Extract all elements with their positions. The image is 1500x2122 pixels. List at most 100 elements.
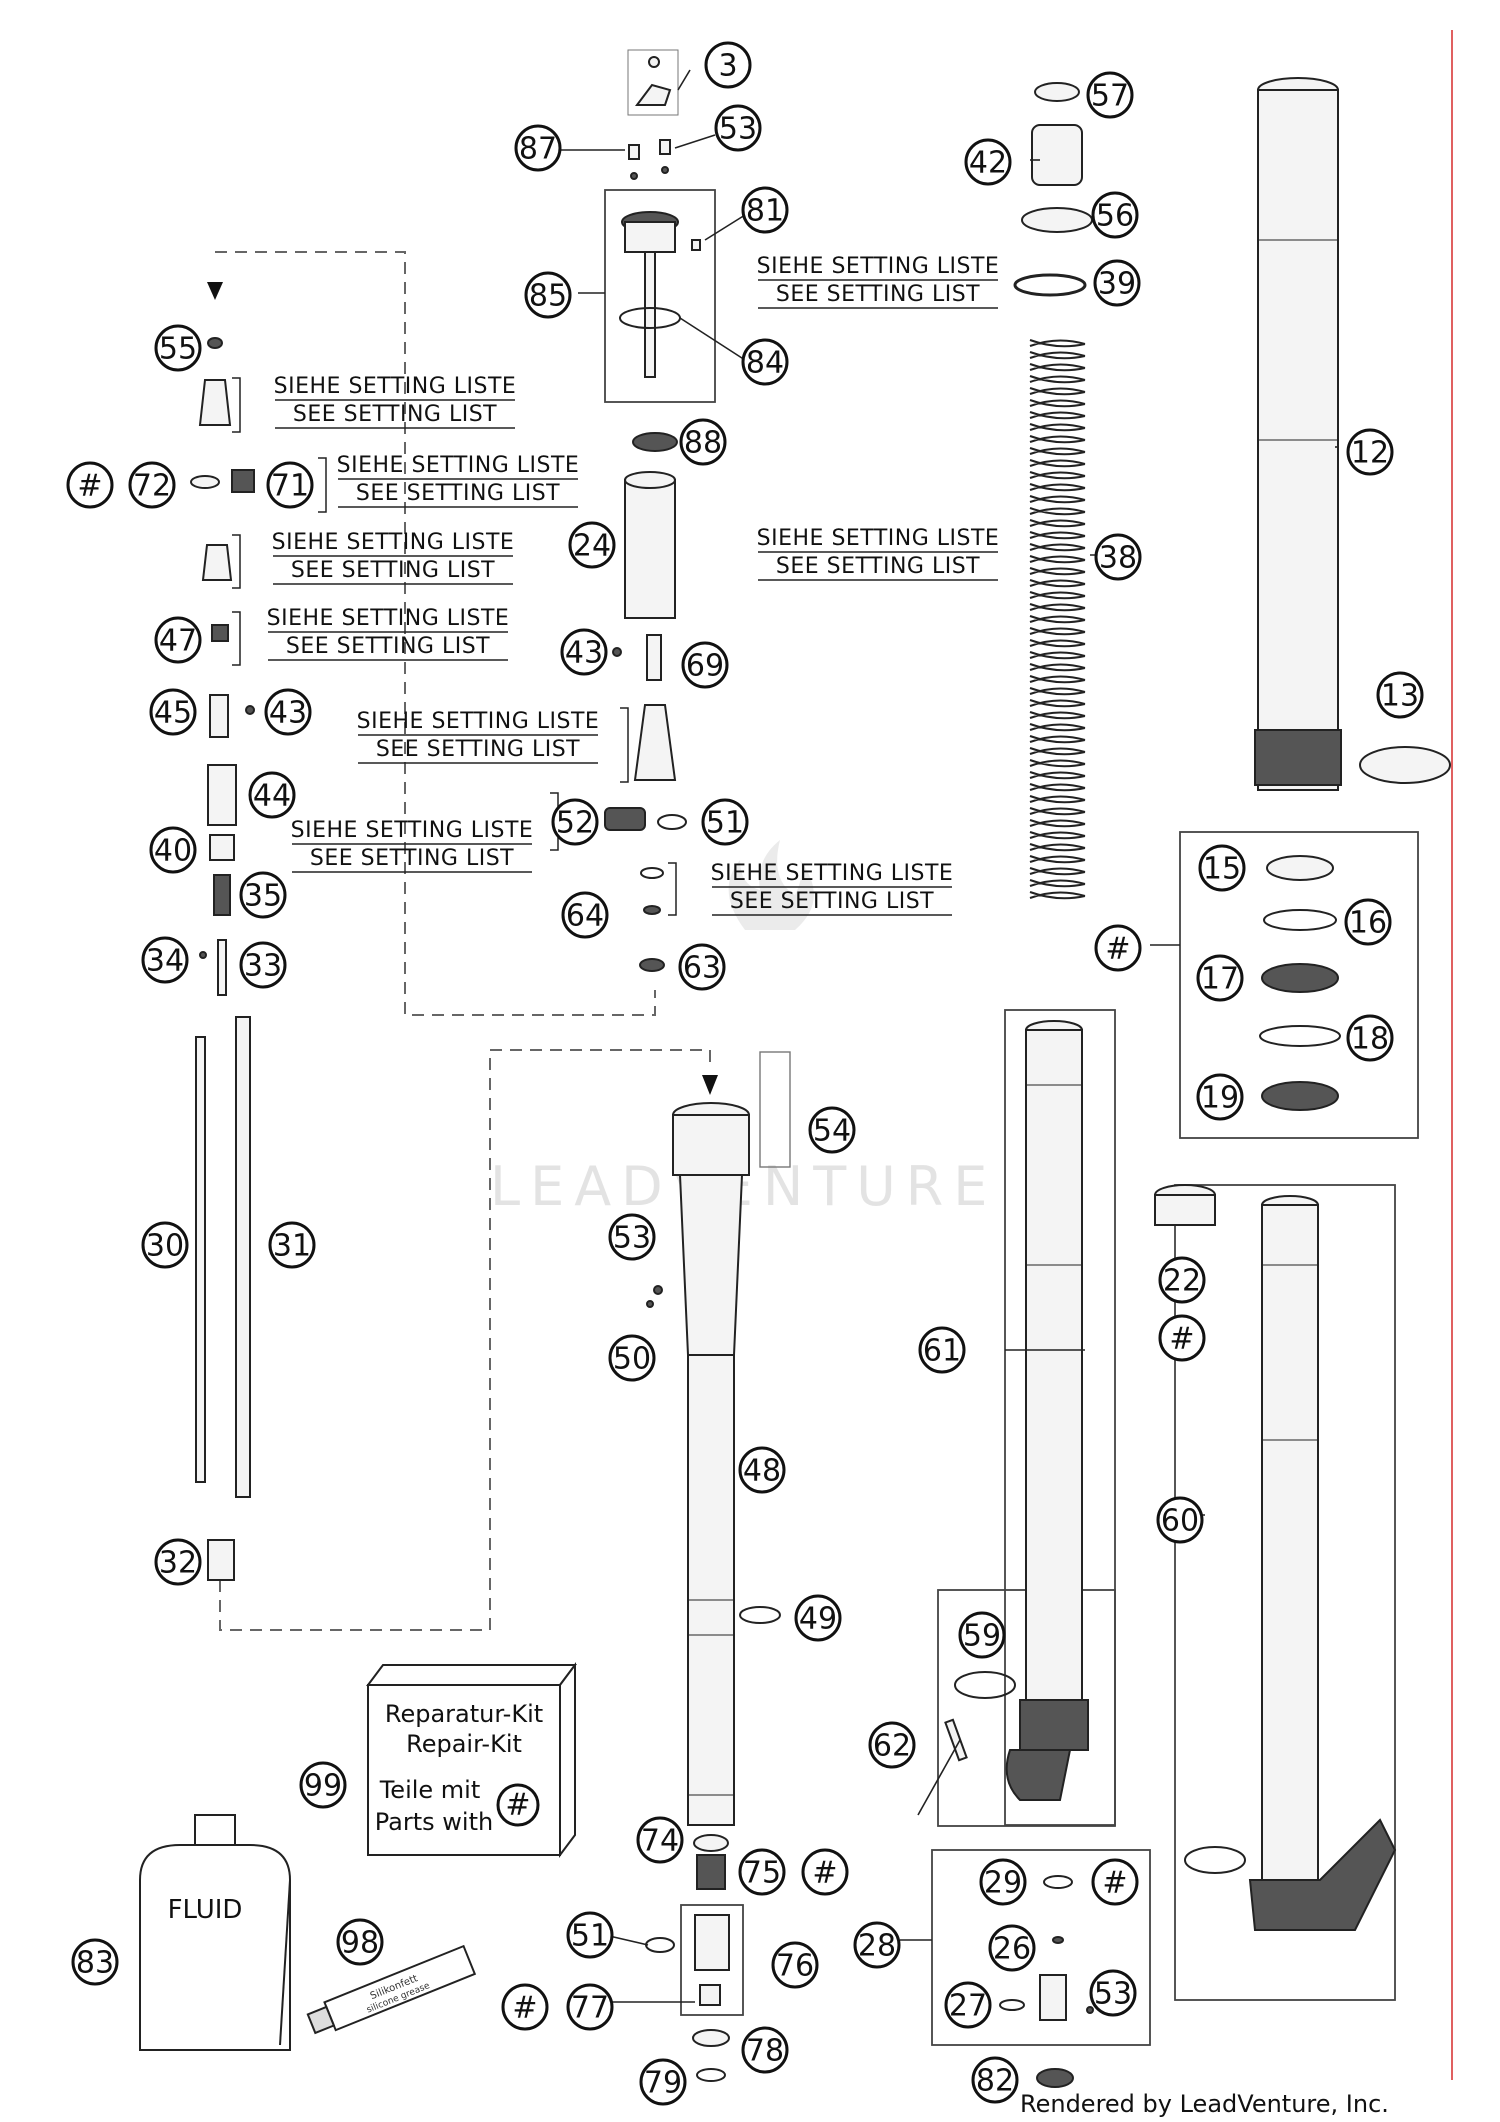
callout-72: 72 — [128, 461, 176, 509]
part-24-top — [624, 471, 676, 489]
svg-text:57: 57 — [1091, 79, 1129, 114]
part-57 — [1034, 82, 1080, 102]
svg-text:SEE SETTING LIST: SEE SETTING LIST — [310, 846, 514, 871]
callout-98: 98 — [336, 1918, 384, 1966]
callout-61: 61 — [918, 1326, 966, 1374]
svg-text:12: 12 — [1351, 436, 1389, 471]
callout-hash2: # — [1094, 924, 1142, 972]
footer-credit: Rendered by LeadVenture, Inc. — [1020, 2090, 1389, 2118]
callout-33: 33 — [239, 941, 287, 989]
callout-39: 39 — [1093, 259, 1141, 307]
svg-text:SEE SETTING LIST: SEE SETTING LIST — [730, 889, 934, 914]
part-50 — [646, 1300, 654, 1308]
svg-text:#: # — [812, 1856, 837, 1891]
callout-30: 30 — [141, 1221, 189, 1269]
svg-text:27: 27 — [949, 1989, 987, 2024]
svg-text:SEE SETTING LIST: SEE SETTING LIST — [376, 737, 580, 762]
callout-hash5: # — [1091, 1858, 1139, 1906]
svg-text:26: 26 — [993, 1932, 1031, 1967]
svg-text:39: 39 — [1098, 267, 1136, 302]
part-62 — [944, 1718, 968, 1762]
part-43a — [612, 647, 622, 657]
callout-60: 60 — [1156, 1496, 1204, 1544]
part-64 — [643, 905, 661, 915]
callout-34: 34 — [141, 936, 189, 984]
callout-29: 29 — [979, 1858, 1027, 1906]
svg-text:59: 59 — [963, 1619, 1001, 1654]
part-shim-stack — [633, 704, 677, 781]
part-55 — [207, 337, 223, 349]
part-3 — [627, 49, 679, 116]
part-30-rod — [195, 1036, 206, 1483]
svg-text:45: 45 — [154, 696, 192, 731]
callout-43b: 43 — [264, 688, 312, 736]
callout-99: 99 — [299, 1761, 347, 1809]
callout-78: 78 — [741, 2026, 789, 2074]
svg-text:64: 64 — [566, 899, 604, 934]
callout-87: 87 — [514, 124, 562, 172]
svg-text:54: 54 — [813, 1114, 851, 1149]
part-40 — [209, 834, 235, 861]
callout-74: 74 — [636, 1816, 684, 1864]
arrow-icon — [702, 1075, 718, 1095]
part-45 — [209, 694, 229, 738]
part-33 — [217, 939, 227, 996]
svg-text:28: 28 — [858, 1929, 896, 1964]
hash-icon — [496, 1783, 540, 1827]
part-42 — [1031, 124, 1083, 186]
part-78 — [692, 2029, 730, 2047]
svg-text:55: 55 — [159, 332, 197, 367]
part-53b — [653, 1285, 663, 1295]
svg-text:48: 48 — [743, 1454, 781, 1489]
part-53c — [1086, 2006, 1094, 2014]
callout-3: 3 — [704, 41, 752, 89]
callout-42: 42 — [964, 138, 1012, 186]
part-56 — [1021, 207, 1093, 233]
fluid-label: FLUID — [168, 1895, 243, 1925]
svg-text:53: 53 — [613, 1221, 651, 1256]
callout-53a: 53 — [714, 104, 762, 152]
svg-text:35: 35 — [244, 879, 282, 914]
part-88 — [632, 432, 678, 452]
callout-13: 13 — [1376, 671, 1424, 719]
part-77 — [699, 1984, 721, 2006]
svg-text:43: 43 — [565, 636, 603, 671]
svg-text:30: 30 — [146, 1229, 184, 1264]
callout-15: 15 — [1198, 844, 1246, 892]
callout-83: 83 — [71, 1938, 119, 1986]
svg-text:29: 29 — [984, 1866, 1022, 1901]
svg-text:75: 75 — [743, 1856, 781, 1891]
flow-line-cartridge — [215, 251, 656, 1016]
callout-22: 22 — [1158, 1256, 1206, 1304]
callout-53b: 53 — [608, 1213, 656, 1261]
part-52 — [604, 807, 646, 831]
part-12-outer-tube — [1254, 77, 1342, 791]
callout-71: 71 — [266, 461, 314, 509]
svg-text:81: 81 — [746, 194, 784, 229]
svg-text:84: 84 — [746, 346, 784, 381]
svg-text:51: 51 — [706, 806, 744, 841]
svg-text:SEE SETTING LIST: SEE SETTING LIST — [356, 481, 560, 506]
grease-tube: Silikonfett silicone grease — [306, 1944, 477, 2035]
part-59 — [954, 1671, 1016, 1699]
callout-40: 40 — [149, 826, 197, 874]
callout-38: 38 — [1094, 533, 1142, 581]
svg-text:19: 19 — [1201, 1081, 1239, 1116]
callout-51b: 51 — [566, 1911, 614, 1959]
svg-text:SIEHE SETTING LISTE: SIEHE SETTING LISTE — [711, 861, 954, 886]
part-32 — [207, 1539, 235, 1581]
callout-26: 26 — [988, 1924, 1036, 1972]
svg-text:87: 87 — [519, 132, 557, 167]
callout-52: 52 — [551, 798, 599, 846]
svg-text:24: 24 — [573, 529, 611, 564]
svg-text:3: 3 — [718, 49, 737, 84]
part-28-valve — [1039, 1974, 1067, 2021]
svg-text:SIEHE SETTING LISTE: SIEHE SETTING LISTE — [267, 606, 510, 631]
part-16 — [1263, 909, 1337, 931]
setting-note: SIEHE SETTING LISTE SEE SETTING LIST — [357, 707, 629, 783]
part-53-washer — [661, 166, 669, 174]
svg-text:SIEHE SETTING LISTE: SIEHE SETTING LISTE — [357, 709, 600, 734]
svg-text:99: 99 — [304, 1769, 342, 1804]
